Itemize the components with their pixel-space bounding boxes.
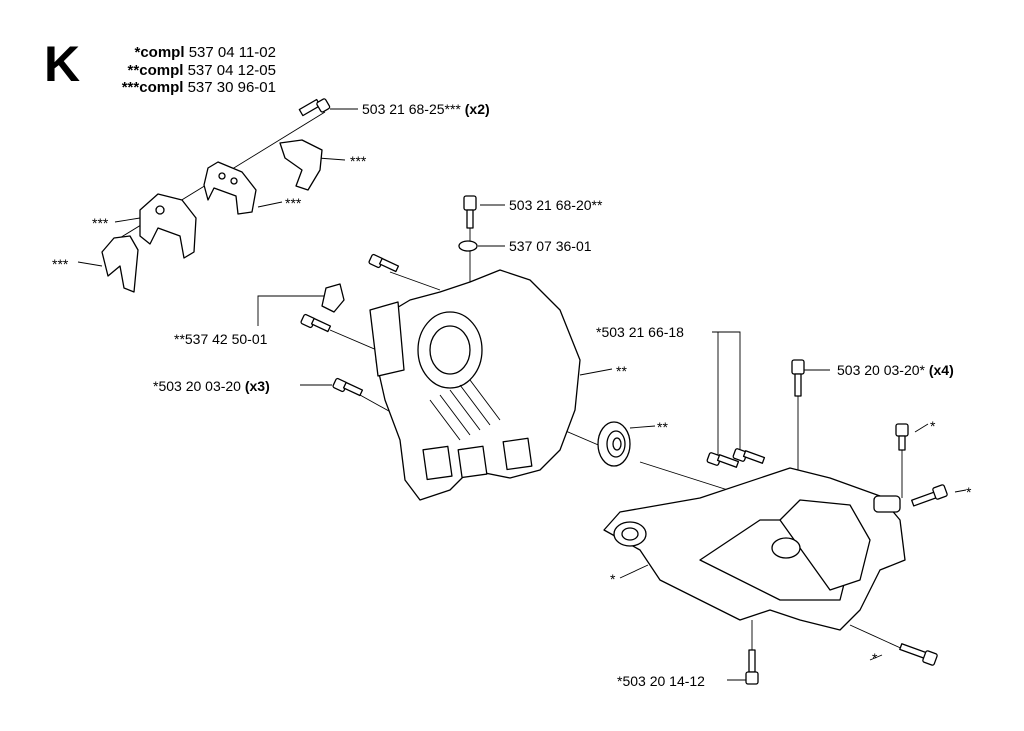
label-plate: **537 42 50-01 [174,331,268,347]
compl-mark: **compl [127,62,184,79]
section-letter: K [44,36,81,92]
screw-x3-left-icon [300,313,332,333]
label-frame: * [610,571,616,587]
screw-right-mid-icon [911,484,948,507]
screw-top-icon [298,98,331,117]
label-washer: 537 07 36-01 [509,238,592,254]
compl-number: 537 30 96-01 [187,79,276,96]
plate-part-icon [321,283,345,313]
screw-right-top-icon [895,423,909,451]
part-number: *503 20 03-20 [153,378,241,394]
label-screw-x4: 503 20 03-20* (x4) [837,362,954,378]
compl-mark: ***compl [121,79,184,96]
label-clip: *** [350,153,367,169]
compl-number: 537 04 11-02 [188,44,276,61]
label-screw-66: *503 21 66-18 [596,324,684,340]
clip-part-icon [279,139,323,191]
label-holder: *** [92,215,109,231]
part-number: 503 20 03-20* [837,362,925,378]
screw-bottom-right-icon [899,643,938,666]
label-bearing: ** [657,419,668,435]
label-bottom-right: * [872,650,878,666]
quantity: (x2) [464,101,490,117]
clamp-part-icon [203,161,257,215]
holder-part-icon [139,193,197,259]
screw-x4-icon [791,359,805,397]
label-screw-bottom: *503 20 14-12 [617,673,705,689]
label-clamp: *** [285,195,302,211]
compl-line-3: ***compl 537 30 96-01 [122,79,276,96]
washer-icon [458,240,478,252]
frame-part-icon [603,467,906,631]
screw-66-b-icon [732,448,766,464]
screw-crankcase-icon [368,253,400,273]
screw-x3-icon [332,377,364,397]
label-screw-top: 503 21 68-25*** (x2) [362,101,490,117]
label-right-mid: * [966,484,972,500]
compl-line-1: *compl 537 04 11-02 [135,44,277,61]
part-number: 503 21 68-25*** [362,101,461,117]
half-shell-part-icon [101,235,139,293]
label-screw-x3: *503 20 03-20 (x3) [153,378,270,394]
quantity: (x3) [244,378,270,394]
quantity: (x4) [928,362,954,378]
label-screw-20: 503 21 68-20** [509,197,603,213]
label-crankcase: ** [616,363,627,379]
screw-bottom-icon [745,649,759,685]
compl-line-2: **compl 537 04 12-05 [128,62,276,79]
screw-20-icon [463,195,477,229]
compl-mark: *compl [134,44,185,61]
label-half-shell: *** [52,256,69,272]
label-right-top: * [930,418,936,434]
crankcase-half-icon [369,269,581,501]
screw-66-a-icon [706,452,740,468]
bearing-icon [597,421,631,467]
compl-number: 537 04 12-05 [187,62,276,79]
